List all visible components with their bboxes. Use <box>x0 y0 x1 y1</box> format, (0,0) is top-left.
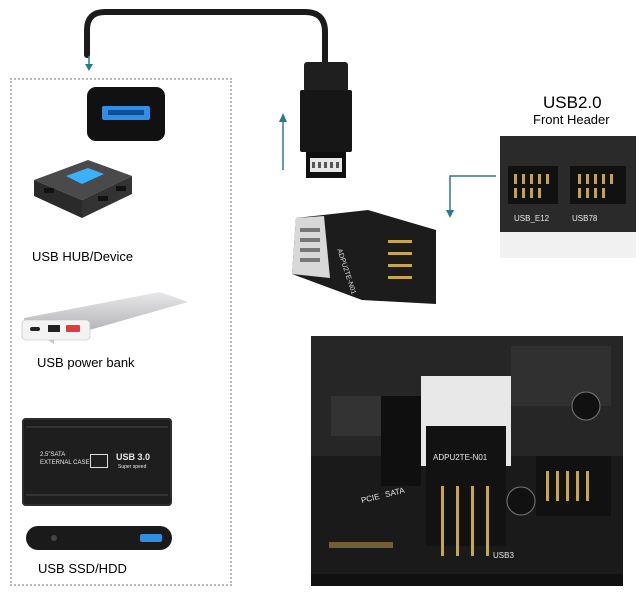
ssd-case-badge: USB 3.0 <box>116 452 151 462</box>
label-usb3: USB3 <box>493 551 514 560</box>
adapter-image: ADPU2TE-N01 <box>290 208 440 304</box>
usb-ssd-stick-image <box>26 526 172 550</box>
label-usb-e12: USB_E12 <box>514 214 550 223</box>
usb-cable <box>84 9 328 65</box>
down-arrow-icon <box>85 56 93 71</box>
header-subtitle: Front Header <box>533 112 610 127</box>
bent-arrow-icon <box>446 175 496 218</box>
header-title: USB2.0 <box>543 93 602 112</box>
usb-port-closeup <box>87 87 165 141</box>
usb-ssd-label: USB SSD/HDD <box>38 561 127 576</box>
usb-hub-image <box>34 160 132 218</box>
ssd-case-speed: Super speed <box>118 464 147 470</box>
ssd-case-line1: 2.5"SATA <box>40 452 66 458</box>
header-plug-image <box>300 62 352 178</box>
installed-model-text: ADPU2TE-N01 <box>433 453 488 462</box>
pin-headers <box>500 136 636 258</box>
power-bank-image <box>21 292 188 344</box>
motherboard-scene <box>311 336 623 586</box>
ssd-case-line2: EXTERNAL CASE <box>40 460 90 466</box>
ssd-case-image: 2.5"SATA EXTERNAL CASE USB 3.0 Super spe… <box>22 418 172 506</box>
adapter-body <box>292 210 436 304</box>
device-group-frame <box>10 78 232 586</box>
label-usb78: USB78 <box>572 214 598 223</box>
installed-photo: ADPU2TE-N01 PCIE SATA USB3 <box>311 336 623 586</box>
up-arrow-icon <box>279 113 287 170</box>
front-header-photo: USB_E12 USB78 <box>500 136 636 258</box>
power-bank-label: USB power bank <box>37 355 135 370</box>
sata-logo-icon <box>90 454 108 468</box>
usb-hub-label: USB HUB/Device <box>32 249 134 264</box>
